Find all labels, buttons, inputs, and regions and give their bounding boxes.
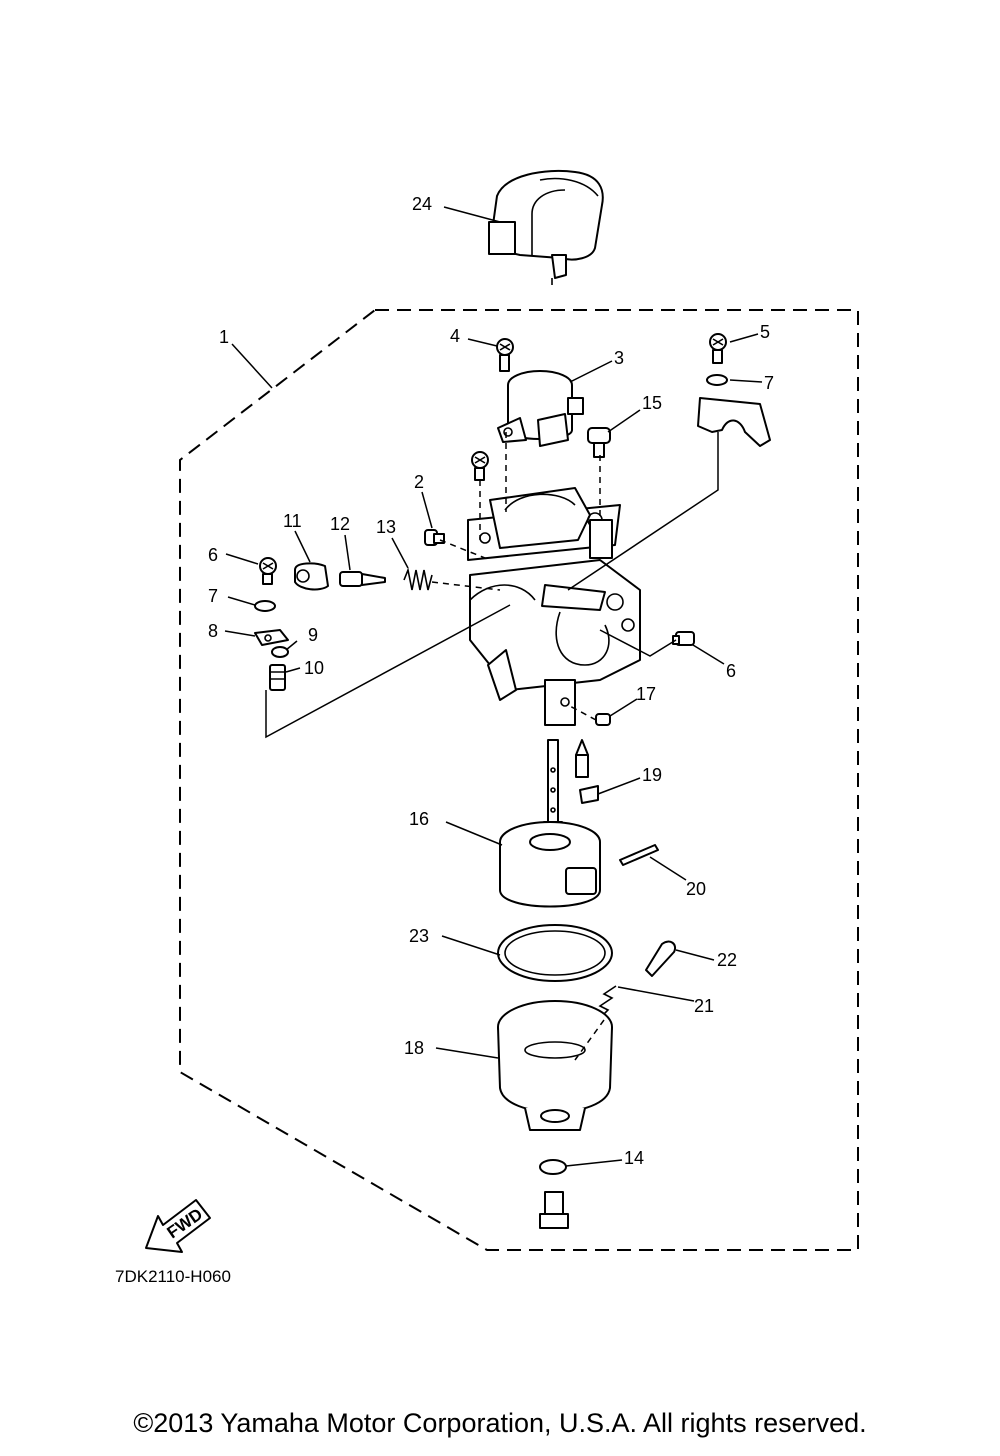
callout-7-left: 7 [208, 586, 218, 606]
part-20-pin [619, 844, 659, 866]
callout-6-left: 6 [208, 545, 218, 565]
callout-16: 16 [409, 809, 429, 829]
callouts: 24 1 4 3 5 7 15 2 11 12 13 6 7 8 9 10 6 … [208, 194, 774, 1168]
part-24-cover [488, 169, 604, 285]
callout-10: 10 [304, 658, 324, 678]
part-23-gasket [497, 924, 613, 982]
screw-17 [595, 713, 611, 726]
callout-4: 3 [614, 348, 624, 368]
callout-21: 21 [694, 996, 714, 1016]
assembly-boundary [179, 309, 859, 1251]
part-18-float-bowl [497, 1000, 613, 1131]
diagram-code: 7DK2110-H060 [115, 1267, 231, 1286]
callout-7-top: 7 [764, 373, 774, 393]
part-16-float [499, 821, 601, 908]
callout-9: 9 [308, 625, 318, 645]
spring-21 [597, 985, 617, 1021]
callout-1: 1 [219, 327, 229, 347]
part-4-solenoid [497, 370, 584, 447]
leader-lines [224, 206, 763, 1167]
part-12-pilot-screw [339, 571, 386, 587]
part-19-clip [579, 785, 599, 804]
part-11-cap [294, 562, 329, 591]
callout-3: 6 [726, 661, 736, 681]
part-8-bracket [254, 629, 289, 646]
needle-valve [575, 739, 589, 778]
callout-6-top: 5 [760, 322, 770, 342]
callout-12: 12 [330, 514, 350, 534]
screw-2 [424, 529, 445, 546]
drain-bolt [539, 1191, 569, 1229]
callout-17: 17 [636, 684, 656, 704]
callout-23: 23 [409, 926, 429, 946]
callout-20: 20 [686, 879, 706, 899]
part-9-oring [271, 646, 289, 658]
callout-24: 24 [412, 194, 432, 214]
part-10-jet [269, 664, 286, 691]
screw-22 [645, 940, 676, 977]
washer-14 [539, 1159, 567, 1175]
carburetor-body [467, 487, 641, 726]
callout-13: 13 [376, 517, 396, 537]
callout-19: 19 [642, 765, 662, 785]
callout-2: 2 [414, 472, 424, 492]
fwd-arrow-icon: FWD [145, 1199, 211, 1253]
part-13-spring [403, 567, 433, 591]
screw-6-top [709, 333, 727, 364]
reference-lines [265, 432, 719, 1061]
callout-15: 15 [642, 393, 662, 413]
washer-7-top [706, 374, 728, 386]
callout-11: 11 [283, 511, 302, 531]
screw-5 [496, 338, 514, 372]
bracket [697, 397, 771, 447]
copyright-notice: ©2013 Yamaha Motor Corporation, U.S.A. A… [133, 1408, 867, 1438]
callout-5: 4 [450, 326, 460, 346]
screw-unlabeled [471, 451, 489, 481]
screw-6-left [259, 557, 277, 585]
callout-8: 8 [208, 621, 218, 641]
screw-15 [587, 427, 611, 458]
washer-7-left [254, 600, 276, 612]
callout-22: 22 [717, 950, 737, 970]
callout-14: 14 [624, 1148, 644, 1168]
callout-18: 18 [404, 1038, 424, 1058]
screw-3 [672, 631, 695, 646]
